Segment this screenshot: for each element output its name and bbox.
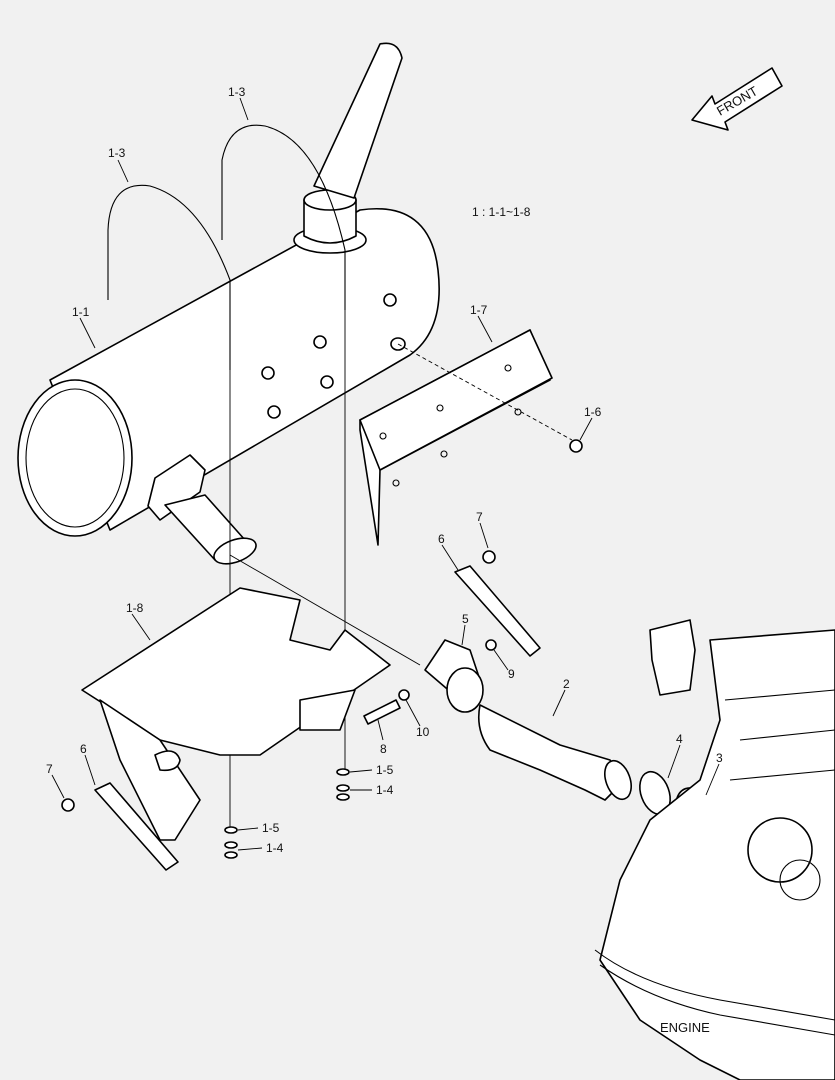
heat-shield bbox=[359, 329, 583, 546]
front-direction-arrow: FRONT bbox=[691, 67, 783, 131]
callout-1-1: 1-1 bbox=[72, 305, 90, 319]
callout-4: 4 bbox=[676, 732, 683, 746]
callout-1-7: 1-7 bbox=[470, 303, 488, 317]
callout-10: 10 bbox=[416, 725, 430, 739]
callout-2: 2 bbox=[563, 677, 570, 691]
callout-3: 3 bbox=[716, 751, 723, 765]
callout-1-4-left: 1-4 bbox=[266, 841, 284, 855]
leader-lines bbox=[51, 97, 720, 851]
callout-9: 9 bbox=[508, 667, 515, 681]
assembly-note: 1 : 1-1~1-8 bbox=[472, 205, 531, 219]
muffler-bracket bbox=[81, 554, 421, 841]
callout-1-5-right: 1-5 bbox=[376, 763, 394, 777]
muffler bbox=[17, 42, 440, 565]
clamp-assembly bbox=[363, 639, 497, 725]
callout-1-4-right: 1-4 bbox=[376, 783, 394, 797]
callout-1-3-left: 1-3 bbox=[108, 146, 126, 160]
callout-1-8: 1-8 bbox=[126, 601, 144, 615]
callout-5: 5 bbox=[462, 612, 469, 626]
strap-left bbox=[61, 782, 179, 871]
callout-1-3-right: 1-3 bbox=[228, 85, 246, 99]
engine-label: ENGINE bbox=[660, 1020, 710, 1035]
strap-right bbox=[454, 550, 541, 657]
callout-1-6: 1-6 bbox=[584, 405, 602, 419]
engine bbox=[594, 619, 835, 1080]
muffler-studs bbox=[261, 293, 406, 419]
callout-6-right: 6 bbox=[438, 532, 445, 546]
callout-6-left: 6 bbox=[80, 742, 87, 756]
washers-nuts bbox=[224, 768, 350, 859]
callout-7-left: 7 bbox=[46, 762, 53, 776]
callout-1-5-left: 1-5 bbox=[262, 821, 280, 835]
callouts: 1-1 1-3 1-3 1-7 1-6 1-8 2 4 3 5 6 7 6 7 … bbox=[46, 85, 723, 855]
callout-8: 8 bbox=[380, 742, 387, 756]
callout-7-right: 7 bbox=[476, 510, 483, 524]
exhaust-pipe bbox=[477, 704, 632, 801]
